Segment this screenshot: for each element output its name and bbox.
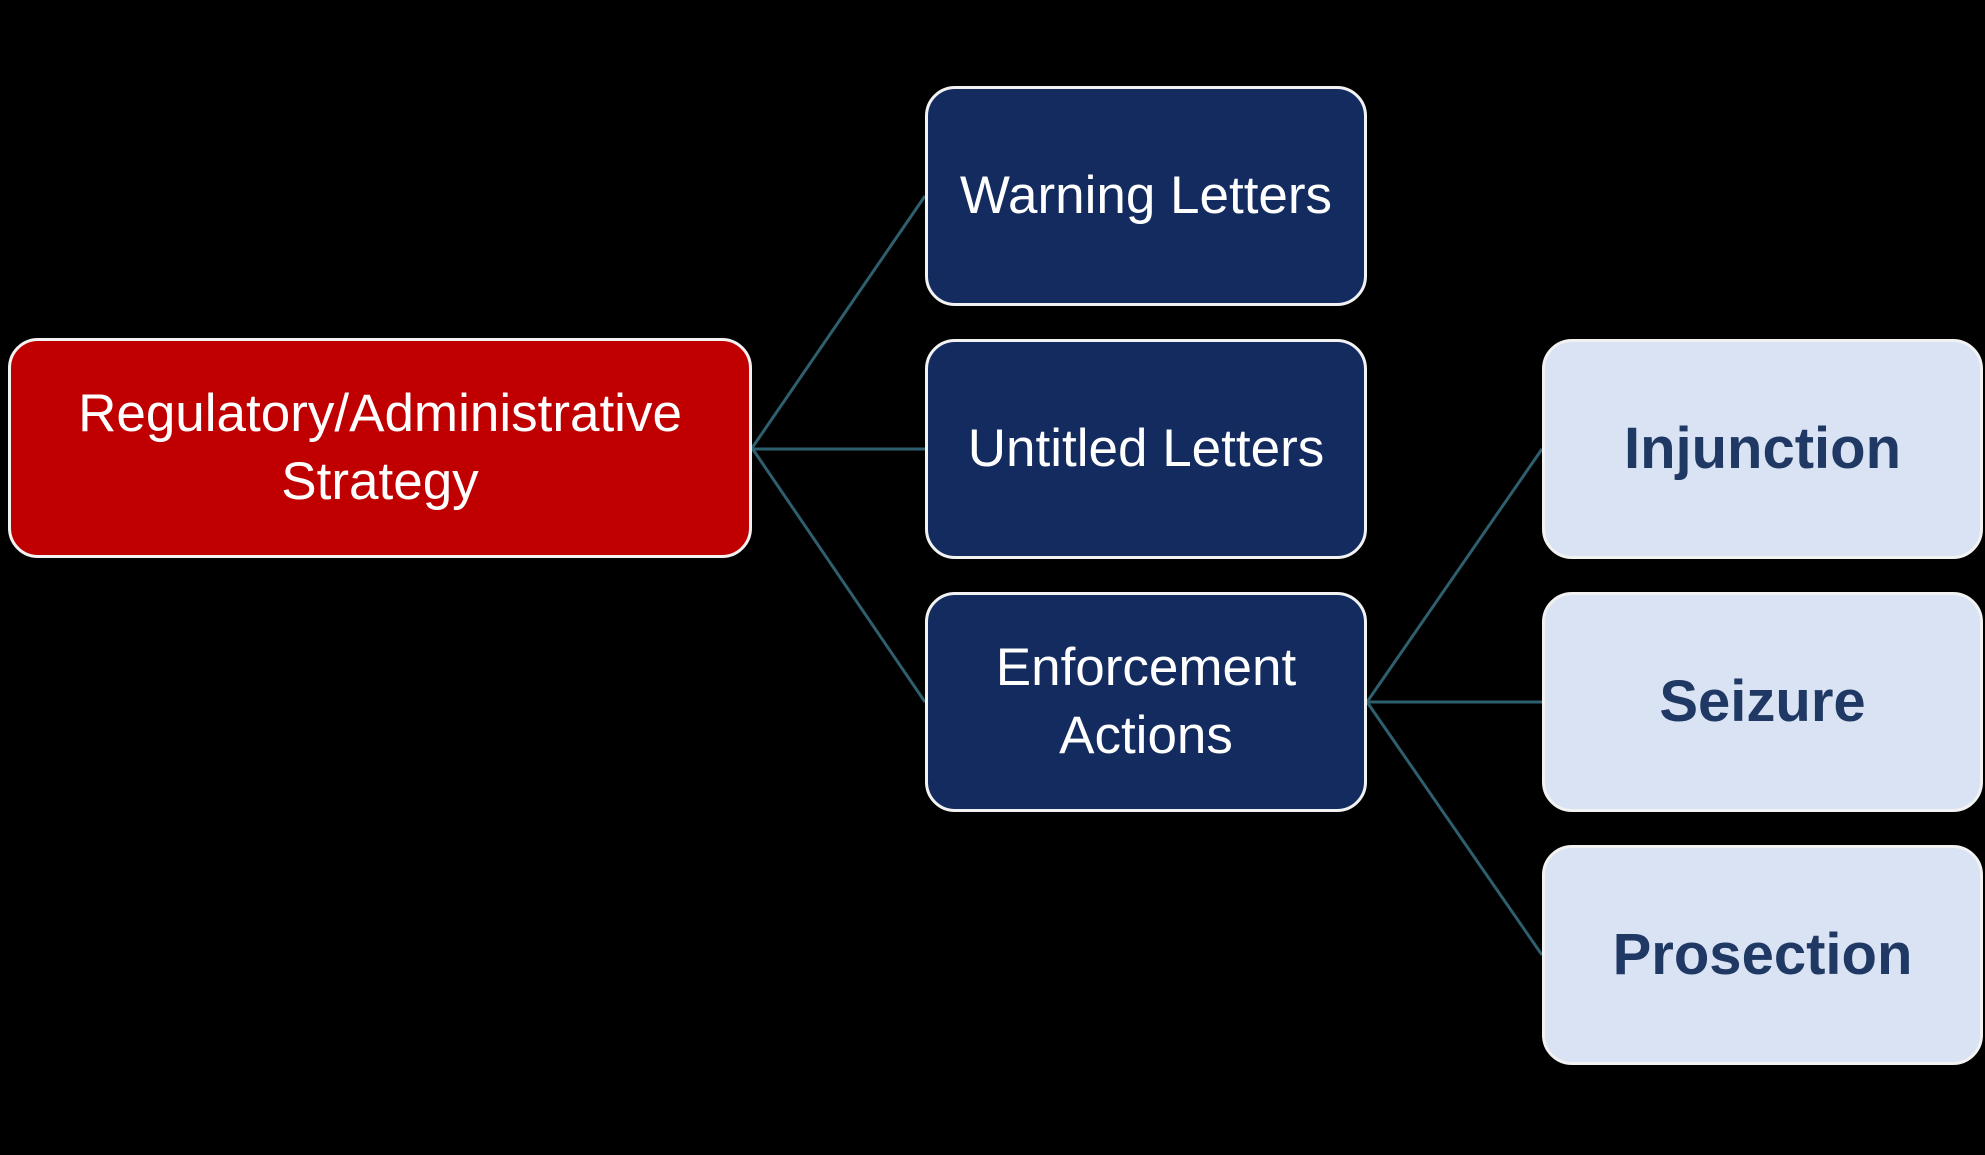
node-prosection: Prosection [1542, 845, 1983, 1065]
node-injunction: Injunction [1542, 339, 1983, 559]
connector-root-warning-letters [750, 195, 927, 449]
node-enforcement-actions: Enforcement Actions [925, 592, 1367, 812]
node-label: Seizure [1659, 668, 1866, 734]
node-warning-letters: Warning Letters [925, 86, 1367, 306]
node-untitled-letters: Untitled Letters [925, 339, 1367, 559]
node-label: Enforcement Actions [995, 638, 1297, 765]
node-label: Prosection [1612, 921, 1913, 987]
node-label: Untitled Letters [967, 419, 1325, 479]
node-regulatory-administrative-strategy: Regulatory/Administrative Strategy [8, 338, 752, 558]
node-seizure: Seizure [1542, 592, 1983, 812]
connector-root-enforcement-actions [750, 447, 927, 703]
node-label: Regulatory/Administrative Strategy [78, 384, 682, 511]
connector-enforcement-injunction [1365, 448, 1544, 703]
connector-enforcement-prosection [1365, 701, 1544, 956]
node-label: Injunction [1623, 415, 1902, 481]
node-label: Warning Letters [959, 166, 1333, 226]
